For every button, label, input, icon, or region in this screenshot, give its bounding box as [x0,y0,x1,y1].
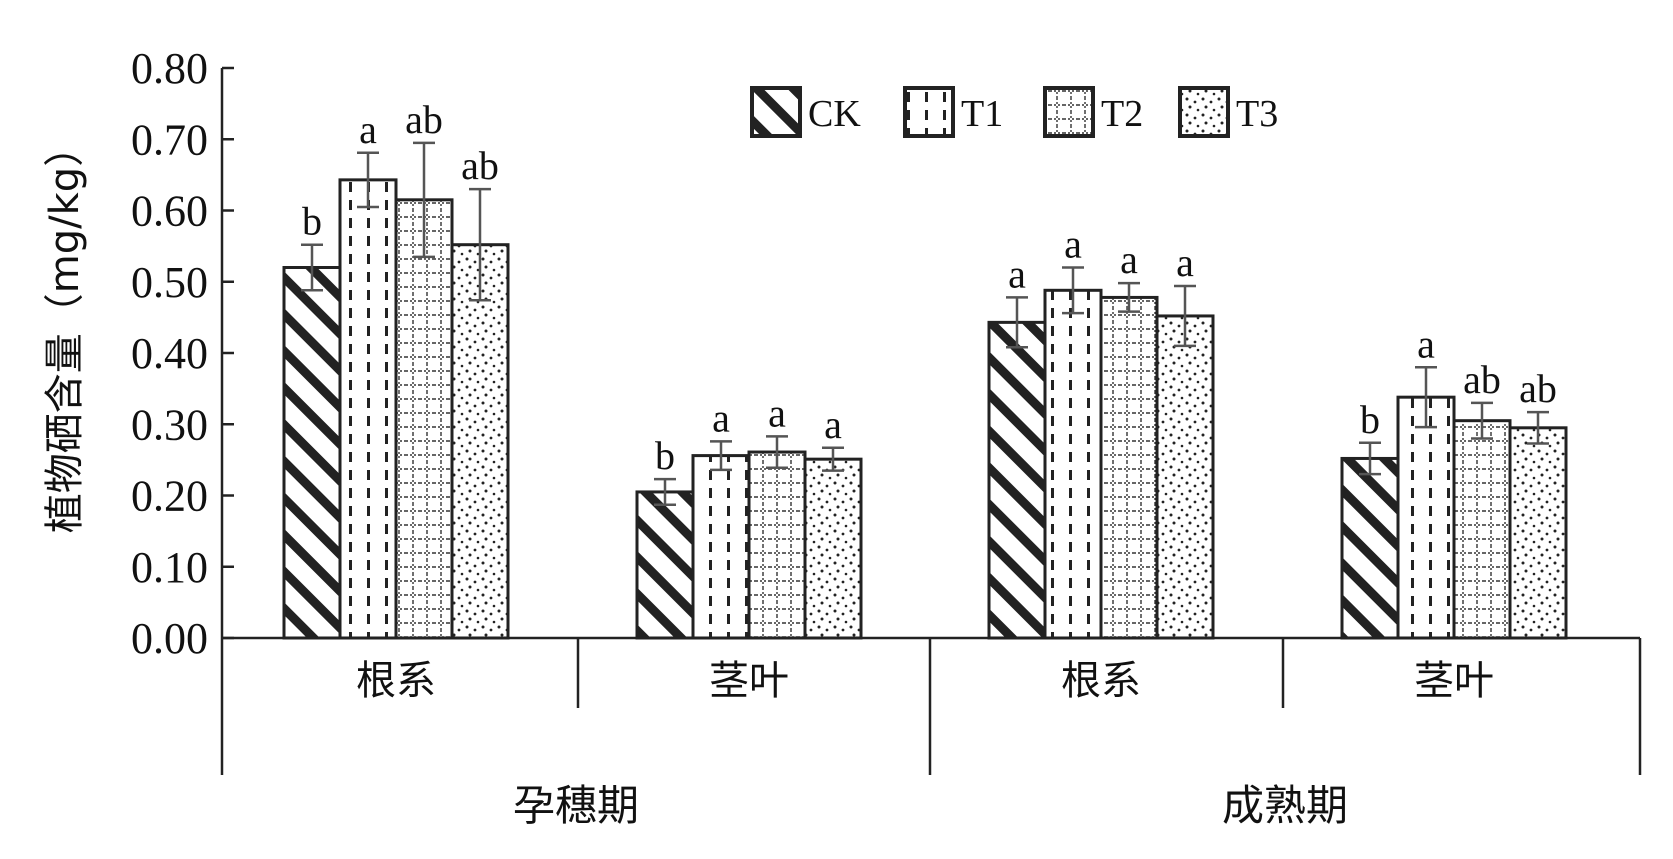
y-tick-label: 0.20 [131,472,208,521]
y-axis: 0.00 0.10 0.20 0.30 0.40 0.50 0.60 0.70 0.80 [131,44,234,663]
legend-label-T2: T2 [1101,93,1143,135]
legend-swatch-CK [750,86,802,138]
bar-T1-3 [1396,395,1456,640]
bar-T2-3 [1452,419,1512,640]
y-tick-label: 0.30 [131,400,208,449]
bar-T3-2 [1155,314,1215,640]
bar-T2-2 [1099,295,1159,640]
significance-label-T1-3: a [1417,321,1435,366]
y-axis-title: 植物硒含量（mg/kg） [42,127,88,533]
significance-label-T1-0: a [359,107,377,152]
significance-label-CK-3: b [1360,397,1380,442]
bar-CK-3 [1340,456,1400,640]
significance-label-T1-2: a [1064,222,1082,267]
y-tick-label: 0.10 [131,543,208,592]
y-axis-title-group: 植物硒含量（mg/kg） [42,127,88,533]
legend-label-T1: T1 [961,93,1003,135]
significance-label-T3-3: ab [1519,366,1557,411]
category-label-1: 茎叶 [709,658,789,704]
significance-label-CK-0: b [302,199,322,244]
bar-T2-1 [747,450,807,640]
y-tick-label: 0.70 [131,115,208,164]
significance-label-T2-1: a [768,390,786,435]
legend-label-T3: T3 [1236,93,1278,135]
bar-CK-0 [282,266,342,640]
bar-T1-1 [691,454,751,640]
y-tick-label: 0.50 [131,258,208,307]
significance-label-T2-3: ab [1463,357,1501,402]
legend-swatch-T2 [1043,86,1095,138]
group-label-1: 成熟期 [1222,781,1348,830]
bar-T2-0 [394,198,454,640]
bar-T1-2 [1043,288,1103,640]
y-tick-label: 0.80 [131,44,208,93]
bar-T1-0 [338,178,398,640]
significance-label-T3-2: a [1176,240,1194,285]
bar-CK-1 [635,490,695,640]
y-tick-label: 0.00 [131,614,208,663]
bar-T3-1 [803,457,863,640]
significance-label-T3-1: a [824,402,842,447]
category-label-2: 根系 [1061,658,1141,704]
y-tick-label: 0.60 [131,187,208,236]
significance-label-T3-0: ab [461,143,499,188]
bar-T3-0 [450,243,510,640]
significance-label-T2-2: a [1120,237,1138,282]
legend-swatch-T1 [903,86,955,138]
bar-CK-2 [987,320,1047,640]
bar-T3-3 [1508,426,1568,640]
legend-swatch-T3 [1178,86,1230,138]
error-bars-layer [301,141,1549,507]
category-label-3: 茎叶 [1414,658,1494,704]
legend: CK T1 T2 T3 [750,86,1278,138]
significance-label-CK-2: a [1008,251,1026,296]
significance-label-CK-1: b [655,433,675,478]
legend-label-CK: CK [808,93,861,135]
significance-label-T2-0: ab [405,97,443,142]
y-tick-label: 0.40 [131,329,208,378]
group-label-0: 孕穗期 [513,781,639,830]
category-label-0: 根系 [356,658,436,704]
significance-label-T1-1: a [712,395,730,440]
